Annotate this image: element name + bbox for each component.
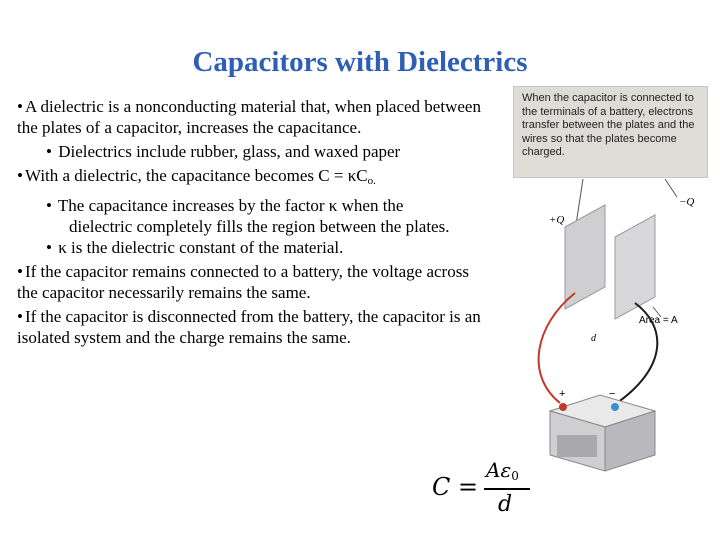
plus-q-label: +Q bbox=[549, 214, 564, 226]
minus-q-label: −Q bbox=[679, 196, 694, 208]
bullet-2: •With a dielectric, the capacitance beco… bbox=[17, 166, 376, 187]
right-plate bbox=[614, 214, 656, 320]
area-label: Area = A bbox=[639, 315, 678, 326]
capacitor-battery-diagram: +Q −Q Area = A d + − bbox=[537, 178, 694, 472]
battery-label-band bbox=[557, 435, 597, 457]
battery-side bbox=[604, 410, 656, 472]
figure-callout: When the capacitor is connected to the t… bbox=[513, 86, 708, 178]
formula-numerator: Aε0 bbox=[486, 458, 519, 483]
positive-wire bbox=[537, 292, 576, 404]
formula-lhs: C bbox=[432, 473, 451, 501]
bullet-1-1: • Dielectrics include rubber, glass, and… bbox=[46, 142, 401, 161]
bullet-2-2: • κ is the dielectric constant of the ma… bbox=[46, 238, 344, 257]
negative-terminal bbox=[611, 403, 619, 411]
fraction-bar bbox=[484, 488, 530, 490]
negative-wire bbox=[616, 302, 659, 404]
battery-minus: − bbox=[609, 388, 615, 400]
slide-title: Capacitors with Dielectrics bbox=[192, 46, 528, 78]
positive-terminal bbox=[559, 403, 567, 411]
bullet-1: •A dielectric is a nonconducting materia… bbox=[17, 97, 481, 137]
bullet-4: •If the capacitor is disconnected from t… bbox=[17, 307, 481, 347]
callout-pointer-right bbox=[664, 178, 678, 198]
left-plate bbox=[564, 204, 606, 310]
body-text: •A dielectric is a nonconducting materia… bbox=[17, 96, 487, 351]
formula-equals: = bbox=[458, 473, 479, 501]
d-label: d bbox=[591, 333, 597, 344]
formula-denominator: d bbox=[498, 492, 513, 517]
bullet-2-1: • The capacitance increases by the facto… bbox=[46, 196, 450, 236]
area-pointer bbox=[652, 306, 662, 318]
bullet-3: •If the capacitor remains connected to a… bbox=[17, 262, 469, 302]
battery-plus: + bbox=[559, 388, 565, 400]
capacitance-formula: C = Aε0 d bbox=[428, 458, 538, 528]
